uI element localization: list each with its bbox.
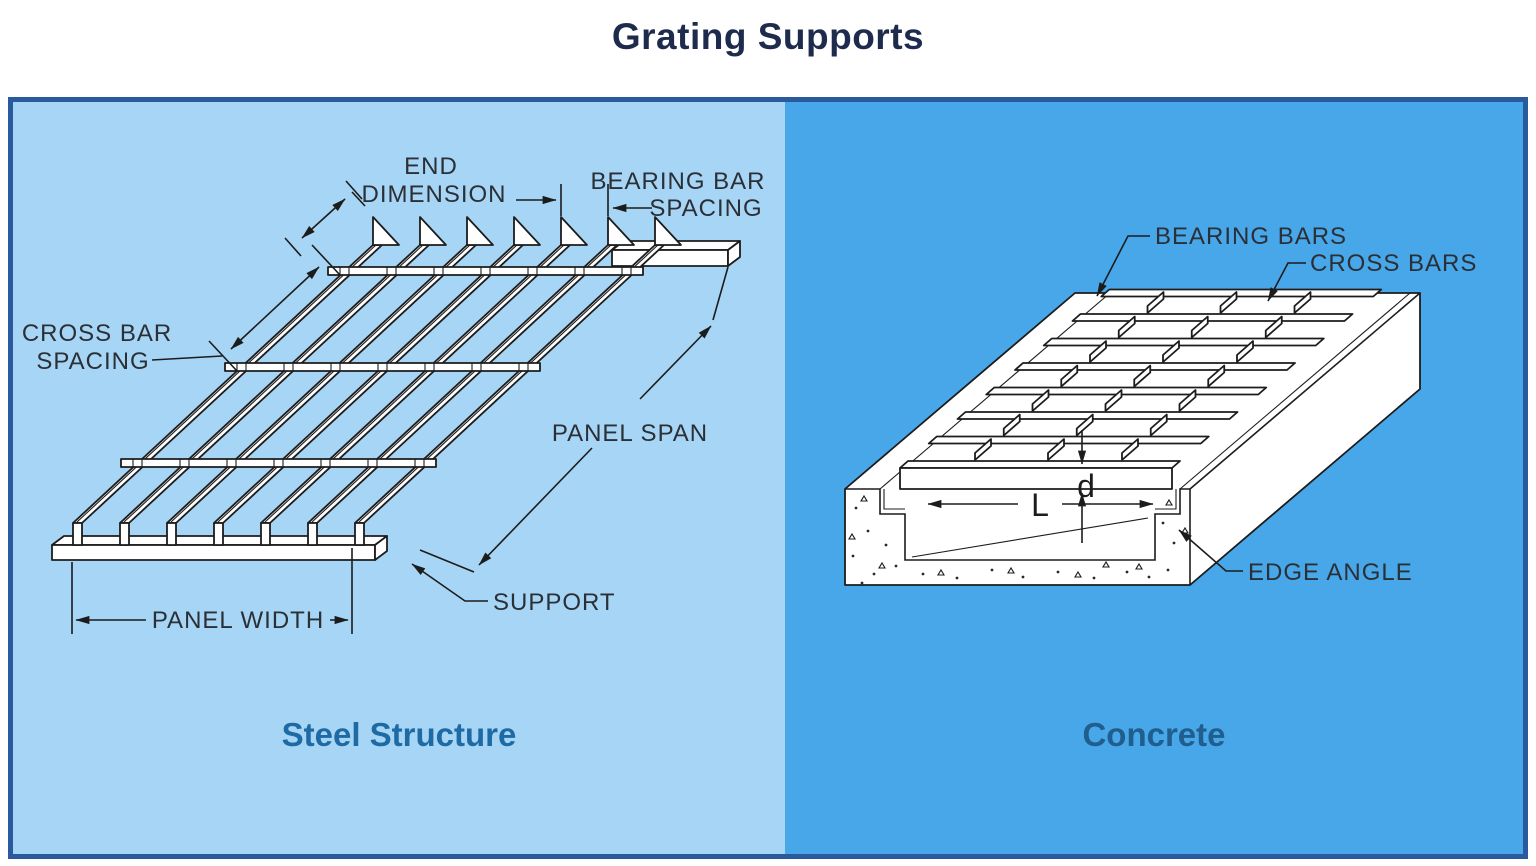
bearing-bars-leader [1096, 235, 1150, 297]
cross-bar-spacing-label-line2: SPACING [36, 348, 149, 375]
steel-structure-panel: END DIMENSION BEARING BAR SPACING CROSS … [13, 102, 785, 854]
bearing-bar-spacing-label-line2: SPACING [649, 195, 762, 222]
cross-bars [120, 266, 644, 468]
diagram-frame: END DIMENSION BEARING BAR SPACING CROSS … [8, 97, 1528, 859]
concrete-panel: BEARING BARS CROSS BARS d L EDGE ANGLE C… [785, 102, 1523, 854]
support-annotation [411, 563, 488, 602]
end-dimension-label-line2: DIMENSION [361, 181, 506, 208]
support-label: SUPPORT [493, 589, 616, 616]
end-dimension-label-line1: END [404, 153, 458, 180]
panel-width-label: PANEL WIDTH [152, 607, 324, 634]
bearing-bars-label: BEARING BARS [1155, 223, 1347, 250]
edge-angle-leader [1178, 529, 1243, 572]
bar-depth-label: d [1077, 468, 1095, 504]
edge-angle-label: EDGE ANGLE [1248, 559, 1413, 586]
concrete-diagram: BEARING BARS CROSS BARS d L EDGE ANGLE [844, 223, 1477, 586]
steel-structure-caption: Steel Structure [281, 716, 517, 753]
bearing-bar-spacing-annotation [607, 184, 652, 216]
cross-bar-spacing-label-line1: CROSS BAR [22, 320, 172, 347]
panel-span-label: PANEL SPAN [552, 420, 708, 447]
concrete-stipple [848, 495, 1189, 585]
front-bearing-bar [899, 460, 1181, 490]
cross-bar-spacing-annotation [151, 244, 341, 372]
concrete-caption: Concrete [1082, 716, 1226, 753]
page-title: Grating Supports [611, 16, 925, 57]
edge-angles [883, 489, 1177, 510]
steel-structure-diagram: END DIMENSION BEARING BAR SPACING CROSS … [22, 153, 765, 634]
bearing-bar-spacing-label-line1: BEARING BAR [590, 168, 765, 195]
cross-bars-leader [1267, 262, 1306, 302]
panel-width-annotation [71, 548, 353, 634]
panel-span-annotation [419, 266, 729, 573]
end-dimension-annotation [284, 180, 562, 257]
cross-bars-label: CROSS BARS [1310, 250, 1477, 277]
clear-span-label: L [1031, 487, 1049, 523]
